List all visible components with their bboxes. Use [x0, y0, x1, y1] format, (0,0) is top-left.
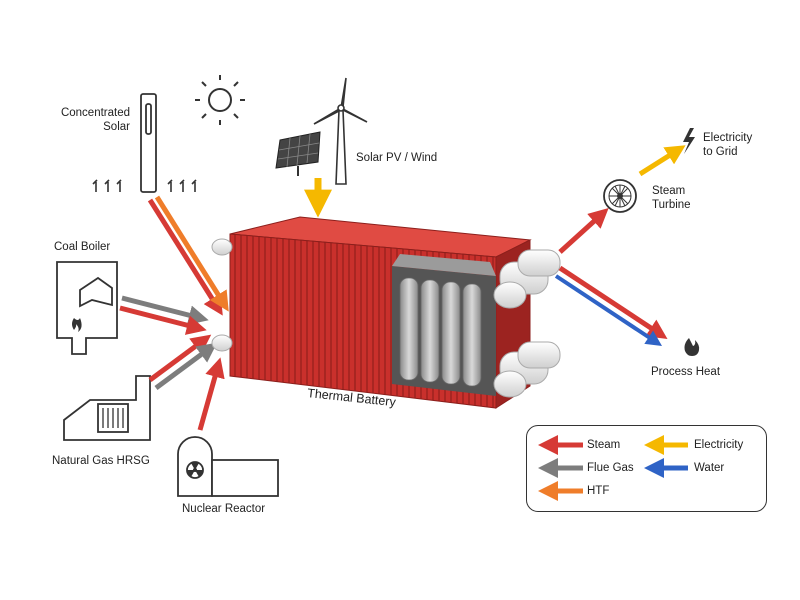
legend-label-water: Water: [694, 462, 725, 474]
arrow-steam-ng: [148, 334, 212, 383]
wind-turbine-icon: [313, 77, 368, 185]
legend: Steam Electricity Flue Gas Water HTF: [526, 425, 767, 512]
label-coal-boiler: Coal Boiler: [54, 241, 111, 253]
arrow-steam-turbine: [558, 207, 609, 254]
steam-turbine-icon: [603, 179, 637, 213]
label-nuclear-reactor: Nuclear Reactor: [182, 503, 266, 515]
arrow-steam-csp: [147, 198, 223, 316]
heliostat-icon: [92, 179, 197, 192]
legend-label-fluegas: Flue Gas: [587, 462, 634, 474]
legend-label-steam: Steam: [587, 439, 621, 451]
pipe-connectors: [493, 249, 561, 398]
hrsg-icon: [63, 375, 151, 441]
arrow-steam-nuclear: [197, 357, 225, 431]
flame-icon: [684, 338, 700, 356]
arrow-water-return: [554, 274, 663, 346]
label-steam-turbine: Steam Turbine: [652, 185, 691, 211]
solar-tower-icon: [140, 93, 157, 193]
solar-panel-icon: [275, 131, 321, 176]
legend-label-htf: HTF: [587, 485, 610, 497]
coal-boiler-icon: [56, 261, 118, 355]
label-concentrated-solar: Concentrated Solar: [60, 107, 130, 133]
legend-label-electricity: Electricity: [694, 439, 744, 451]
nuclear-reactor-icon: [177, 436, 279, 497]
thermal-battery-container: [211, 216, 561, 409]
arrow-fluegas-ng: [154, 342, 218, 391]
arrow-steam-coal: [119, 305, 207, 335]
label-natural-gas-hrsg: Natural Gas HRSG: [52, 455, 150, 467]
label-electricity-to-grid: Electricity to Grid: [703, 132, 753, 158]
arrow-htf-csp: [154, 195, 229, 312]
label-process-heat: Process Heat: [651, 366, 721, 378]
arrow-fluegas-coal: [121, 295, 209, 325]
storage-tanks: [392, 254, 496, 387]
lightning-icon: [683, 128, 695, 154]
sun-icon: [195, 75, 245, 125]
label-solar-pv-wind: Solar PV / Wind: [356, 152, 438, 164]
arrow-steam-process: [558, 265, 668, 339]
arrow-electricity-grid: [638, 145, 686, 177]
